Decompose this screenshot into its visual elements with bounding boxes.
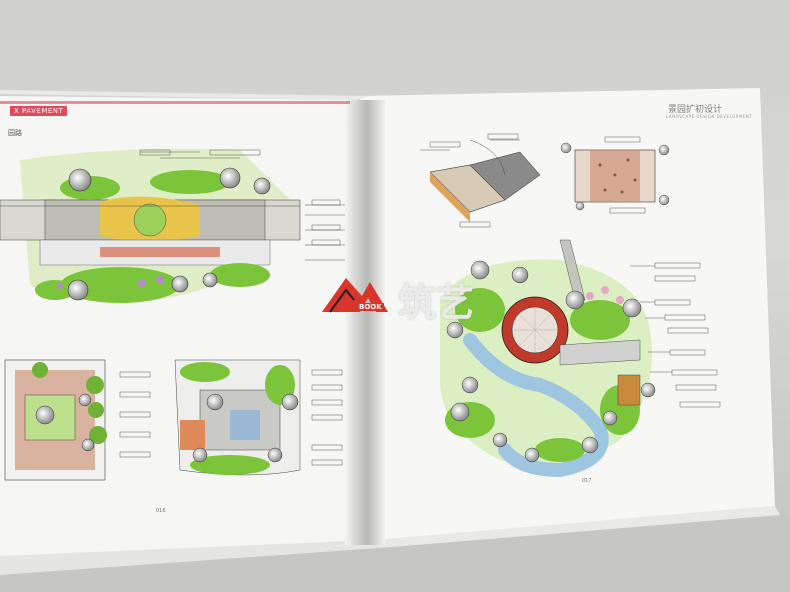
section-detail-drawing (420, 133, 541, 228)
left-page-section-label: 园路 (8, 129, 22, 137)
plan-circular-garden (440, 239, 721, 478)
watermark-book-label: BOOK (357, 303, 384, 311)
right-page-header-subtitle: LANDSCAPE DESIGN DEVELOPMENT (666, 114, 753, 119)
gutter (345, 100, 385, 545)
plan-top-left (0, 148, 345, 303)
right-page-number: 017 (582, 478, 592, 484)
plan-bottom-left (4, 359, 151, 481)
paving-detail-drawing (560, 136, 670, 214)
left-page-header-mark: X PAVEMENT (10, 106, 68, 116)
plan-bottom-middle (174, 359, 343, 476)
left-page-number: 016 (156, 508, 166, 514)
watermark-text: 筑艺 (398, 281, 475, 325)
right-page-header-title: 景园扩初设计 (668, 105, 723, 115)
